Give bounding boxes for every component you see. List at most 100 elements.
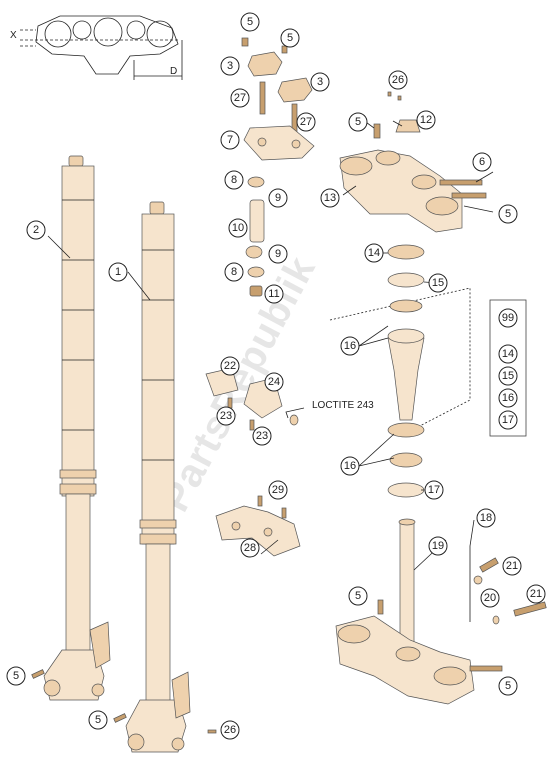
callout-7: 7 — [220, 130, 240, 150]
callout-circle — [498, 388, 518, 408]
callout-number: 15 — [502, 370, 514, 382]
callout-number: 5 — [247, 16, 253, 28]
callout-number: 6 — [479, 156, 485, 168]
callout-number: 5 — [287, 32, 293, 44]
callout-2: 2 — [26, 220, 46, 240]
callout-22: 22 — [220, 356, 240, 376]
callout-number: 22 — [224, 360, 236, 372]
callout-number: 5 — [355, 590, 361, 602]
callout-26: 26 — [388, 70, 408, 90]
callout-number: 16 — [344, 340, 356, 352]
callout-circle — [472, 152, 492, 172]
callout-circle — [388, 70, 408, 90]
steering-bearing-stack — [329, 244, 471, 498]
callout-circle — [320, 188, 340, 208]
callout-number: 5 — [505, 680, 511, 692]
callout-9: 9 — [268, 188, 288, 208]
callout-5: 5 — [240, 12, 260, 32]
callout-5: 5 — [498, 204, 518, 224]
callout-circle — [476, 508, 496, 528]
callout-20: 20 — [480, 588, 500, 608]
callout-number: 27 — [300, 116, 312, 128]
callout-27: 27 — [230, 88, 250, 108]
callout-26: 26 — [220, 720, 240, 740]
callout-16: 16 — [340, 456, 360, 476]
callout-number: 9 — [275, 248, 281, 260]
callout-18: 18 — [476, 508, 496, 528]
callout-number: 29 — [272, 484, 284, 496]
callout-27: 27 — [296, 112, 316, 132]
callout-5: 5 — [348, 586, 368, 606]
callout-number: 21 — [530, 588, 542, 600]
callout-circle — [348, 586, 368, 606]
brake-line-clamp — [215, 495, 301, 557]
callout-number: 15 — [432, 277, 444, 289]
callout-16: 16 — [498, 388, 518, 408]
callout-number: 16 — [344, 460, 356, 472]
fork-small-screws — [31, 669, 217, 734]
callout-8: 8 — [224, 170, 244, 190]
callout-number: 14 — [368, 247, 380, 259]
callout-23: 23 — [216, 406, 236, 426]
callout-circle — [6, 666, 26, 686]
triple-clamp-dimension-sketch: X D — [10, 15, 183, 80]
callout-circle — [230, 88, 250, 108]
callout-number: 7 — [227, 134, 233, 146]
dimension-x-label: X — [10, 30, 17, 41]
callout-circle — [498, 676, 518, 696]
callout-5: 5 — [6, 666, 26, 686]
callout-circle — [296, 112, 316, 132]
callout-circle — [268, 480, 288, 500]
callout-15: 15 — [498, 366, 518, 386]
callout-5: 5 — [498, 676, 518, 696]
fork-leg-right — [125, 201, 191, 753]
callout-number: 19 — [432, 540, 444, 552]
callout-number: 24 — [268, 376, 280, 388]
callout-16: 16 — [340, 336, 360, 356]
callout-number: 17 — [428, 484, 440, 496]
callout-number: 17 — [502, 414, 514, 426]
callout-number: 2 — [33, 224, 39, 236]
callout-number: 8 — [231, 174, 237, 186]
callout-3: 3 — [220, 56, 240, 76]
callout-circle — [348, 112, 368, 132]
callout-9: 9 — [268, 244, 288, 264]
callout-circle — [502, 556, 522, 576]
callout-number: 5 — [13, 670, 19, 682]
callout-number: 23 — [256, 430, 268, 442]
callout-circle — [26, 220, 46, 240]
callout-number: 10 — [232, 222, 244, 234]
callout-circle — [428, 536, 448, 556]
callout-17: 17 — [424, 480, 444, 500]
callout-number: 8 — [231, 266, 237, 278]
callout-circle — [424, 480, 444, 500]
callout-circle — [416, 110, 436, 130]
callout-number: 20 — [484, 592, 496, 604]
callout-11: 11 — [264, 284, 284, 304]
callout-circle — [280, 28, 300, 48]
handlebar-clamp-parts — [241, 37, 315, 297]
callout-circle — [498, 344, 518, 364]
callout-circle — [224, 262, 244, 282]
callout-28: 28 — [240, 538, 260, 558]
callout-circle — [498, 366, 518, 386]
callout-number: 5 — [355, 116, 361, 128]
callout-5: 5 — [88, 710, 108, 730]
callout-circle — [220, 720, 240, 740]
callout-15: 15 — [428, 273, 448, 293]
callout-circle — [240, 538, 260, 558]
callout-circle — [264, 284, 284, 304]
callout-circle — [498, 308, 518, 328]
callout-number: 23 — [220, 410, 232, 422]
callout-number: 11 — [268, 288, 279, 300]
callout-circle — [498, 204, 518, 224]
callout-number: 26 — [392, 74, 404, 86]
callout-23: 23 — [252, 426, 272, 446]
callout-circle — [216, 406, 236, 426]
callout-circle — [224, 170, 244, 190]
callout-3: 3 — [310, 72, 330, 92]
callout-10: 10 — [228, 218, 248, 238]
callout-24: 24 — [264, 372, 284, 392]
